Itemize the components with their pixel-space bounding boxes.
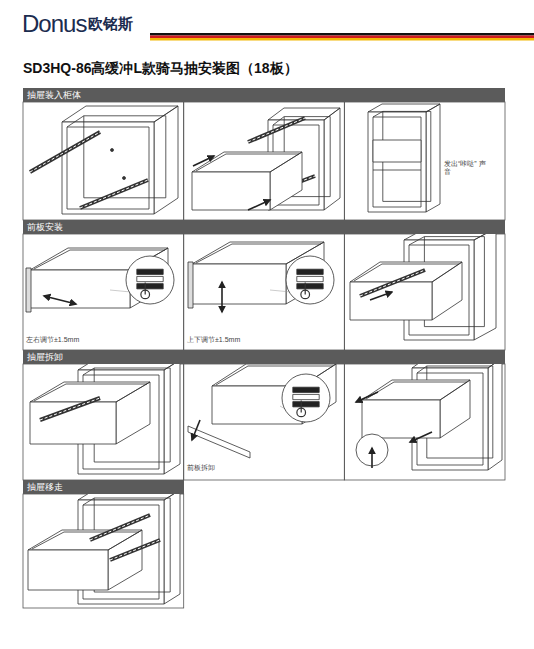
color-stripe — [150, 36, 534, 39]
dimension: 上下调节±1.5mm — [187, 336, 240, 344]
section-title: 前板安装 — [23, 220, 505, 234]
section-band: 前板安装 — [23, 220, 505, 234]
dimension: 左右调节±1.5mm — [26, 336, 79, 344]
color-stripe — [150, 33, 534, 36]
panel-frames — [23, 102, 505, 608]
brand-logo: Donus — [22, 10, 86, 39]
note: 前板拆卸 — [187, 464, 215, 472]
section-band: 抽屉装入柜体 — [23, 88, 505, 102]
section-band: 抽屉移走 — [23, 480, 184, 494]
note: 发出“咔哒” 声音 — [444, 160, 492, 177]
title: SD3HQ-86高缓冲L款骑马抽安装图（18板） — [23, 60, 298, 78]
section-title: 抽屉装入柜体 — [23, 88, 505, 102]
section-band: 抽屉拆卸 — [23, 350, 505, 364]
section-title: 抽屉移走 — [23, 480, 184, 494]
section-title: 抽屉拆卸 — [23, 350, 505, 364]
brand-name: 欧铭斯 — [88, 15, 133, 33]
color-stripe — [150, 38, 534, 41]
